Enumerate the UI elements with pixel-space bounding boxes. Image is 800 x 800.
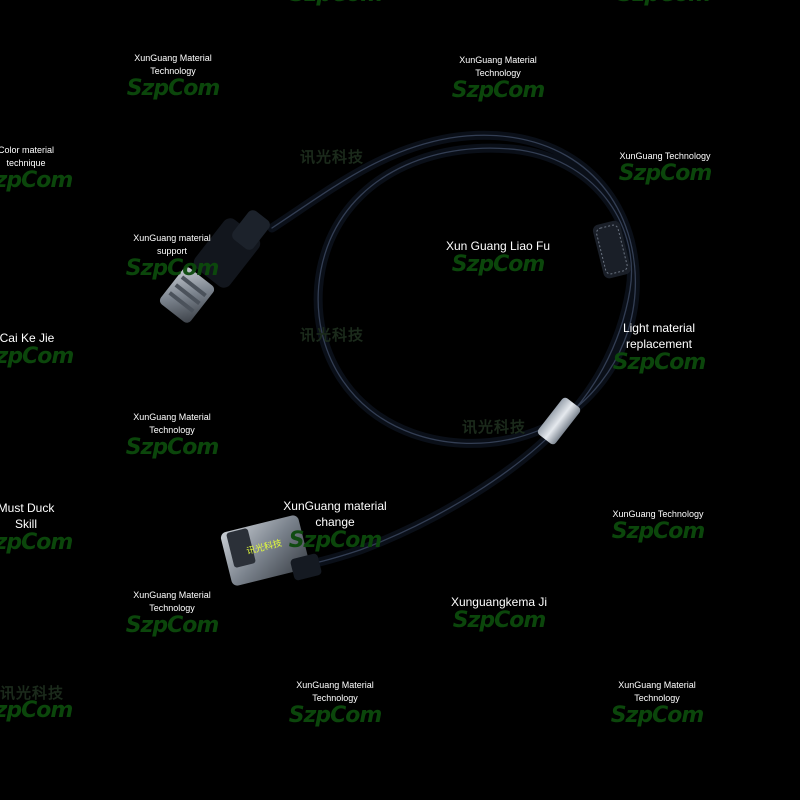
watermark: Must Duck Skill SzpCom xyxy=(0,500,86,555)
szpcom-logo: SzpCom xyxy=(276,0,396,7)
szpcom-logo: SzpCom xyxy=(452,608,547,633)
szpcom-logo: SzpCom xyxy=(618,161,713,186)
watermark: XunGuang Material Technology SzpCom xyxy=(275,679,395,728)
szpcom-logo: SzpCom xyxy=(0,530,73,555)
watermark: XunGuang Technology SzpCom xyxy=(605,150,725,186)
szpcom-logo: SzpCom xyxy=(126,76,221,101)
watermark: XunGuang Material Technology SzpCom xyxy=(112,411,232,460)
watermark: XunGuang Material Technology SzpCom xyxy=(113,52,233,101)
watermark-text: Xun Guang Liao Fu xyxy=(445,239,551,253)
watermark: XunGuang material support SzpCom xyxy=(112,232,232,281)
szpcom-logo: SzpCom xyxy=(451,78,546,103)
watermark: XunGuang Material Technology SzpCom xyxy=(112,589,232,638)
watermark-text: XunGuang Material Technology xyxy=(459,55,537,78)
watermark: Color material technique SzpCom xyxy=(0,144,86,193)
circular-connector xyxy=(159,210,270,323)
szpcom-logo: SzpCom xyxy=(125,435,220,460)
szpcom-logo: SzpCom xyxy=(604,0,724,7)
watermark-text: XunGuang Technology xyxy=(619,151,711,161)
watermark-text: Cai Ke Jie xyxy=(0,331,55,345)
szpcom-logo: SzpCom xyxy=(0,344,74,369)
watermark-text: XunGuang Material Technology xyxy=(134,53,212,76)
chinese-watermark: 讯光科技 xyxy=(300,148,365,166)
watermark-logo-top: SzpCom xyxy=(604,0,724,7)
watermark-text: XunGuang Material Technology xyxy=(296,680,374,703)
watermark: SzpCom xyxy=(0,698,86,723)
watermark: XunGuang Material Technology SzpCom xyxy=(438,54,558,103)
watermark-text: Must Duck Skill xyxy=(0,501,55,531)
watermark-text: XunGuang Material Technology xyxy=(133,412,211,435)
szpcom-logo: SzpCom xyxy=(125,256,220,281)
cable-ferrule xyxy=(537,397,581,445)
chinese-watermark: 讯光科技 xyxy=(300,326,365,344)
szpcom-logo: SzpCom xyxy=(288,703,383,728)
watermark-logo-top: SzpCom xyxy=(276,0,396,7)
watermark-text: XunGuang material change xyxy=(283,499,387,529)
watermark-text: Color material technique xyxy=(0,145,55,168)
szpcom-logo: SzpCom xyxy=(0,168,73,193)
watermark: XunGuang material change SzpCom xyxy=(275,498,395,553)
watermark: Cai Ke Jie SzpCom xyxy=(0,330,87,369)
watermark: Xunguangkema Ji SzpCom xyxy=(439,594,559,633)
szpcom-logo: SzpCom xyxy=(288,528,383,553)
watermark: XunGuang Technology SzpCom xyxy=(598,508,718,544)
watermark-text: XunGuang Technology xyxy=(612,509,704,519)
szpcom-logo: SzpCom xyxy=(610,703,705,728)
szpcom-logo: SzpCom xyxy=(611,519,706,544)
szpcom-logo: SzpCom xyxy=(612,350,707,375)
watermark-text: XunGuang material support xyxy=(133,233,211,256)
watermark-text: Xunguangkema Ji xyxy=(450,595,548,609)
watermark-text: Light material replacement xyxy=(622,321,696,351)
watermark-text: XunGuang Material Technology xyxy=(618,680,696,703)
cable-marker-sleeve xyxy=(592,220,631,279)
chinese-watermark: 讯光科技 xyxy=(462,418,527,436)
watermark: XunGuang Material Technology SzpCom xyxy=(597,679,717,728)
dsub-connector xyxy=(220,515,322,586)
watermark: Xun Guang Liao Fu SzpCom xyxy=(438,238,558,277)
watermark: Light material replacement SzpCom xyxy=(599,320,719,375)
szpcom-logo: SzpCom xyxy=(0,698,73,723)
szpcom-logo: SzpCom xyxy=(125,613,220,638)
szpcom-logo: SzpCom xyxy=(451,252,546,277)
chinese-watermark: 讯光科技 xyxy=(0,684,65,702)
watermark-text: XunGuang Material Technology xyxy=(133,590,211,613)
